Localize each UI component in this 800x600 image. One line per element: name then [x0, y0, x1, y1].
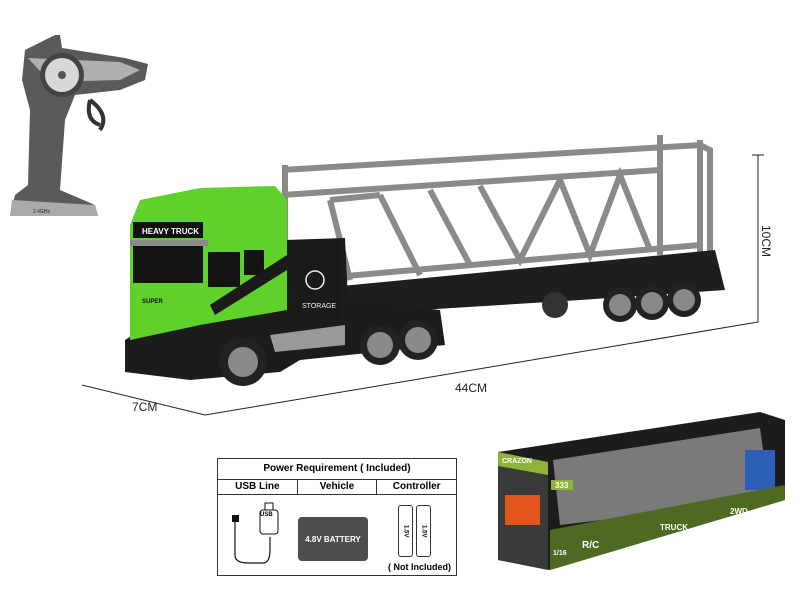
feature-rc: R/C — [582, 540, 599, 551]
feature-truck: TRUCK — [660, 523, 688, 532]
column-controller: Controller — [392, 481, 441, 492]
usb-cable-icon — [232, 502, 279, 564]
trailer-wheels — [542, 283, 701, 322]
battery-label: 4.8V BATTERY — [305, 534, 361, 544]
remote-controller: 2.4GHz — [10, 35, 148, 216]
frequency-label: 2.4GHz — [33, 209, 50, 215]
column-vehicle: Vehicle — [298, 480, 378, 494]
grille-badge: SUPER — [142, 299, 163, 305]
feature-2wd: 2WD — [730, 507, 748, 516]
height-label: 10CM — [759, 225, 773, 257]
length-label: 44CM — [455, 381, 487, 395]
package-model: 333 — [555, 481, 569, 490]
cab-sign: HEAVY TRUCK — [142, 227, 199, 236]
package-brand: CRAZON — [502, 458, 532, 465]
controller-note: ( Not Included) — [388, 562, 451, 572]
cell-voltage: 1.5V — [420, 524, 427, 538]
cab-wheels — [219, 320, 438, 386]
storage-label: STORAGE — [302, 303, 336, 310]
package-box: CRAZON 333 1/16 R/C TRUCK 2WD — [498, 412, 785, 570]
dimension-lines — [81, 154, 764, 416]
power-requirement-table: Power Requirement ( Included) USB Line V… — [217, 458, 457, 576]
width-label: 7CM — [132, 400, 157, 414]
battery-pack-icon: 4.8V BATTERY — [298, 517, 368, 561]
cell-voltage: 1.5V — [402, 524, 409, 538]
power-requirement-title: Power Requirement ( Included) — [218, 459, 456, 480]
aa-battery-icon: 1.5V — [416, 505, 431, 557]
usb-label: USB — [260, 512, 273, 518]
trailer-chassis — [300, 250, 725, 320]
feature-scale: 1/16 — [553, 550, 567, 557]
aa-battery-icon: 1.5V — [398, 505, 413, 557]
column-usb-line: USB Line — [218, 480, 298, 494]
